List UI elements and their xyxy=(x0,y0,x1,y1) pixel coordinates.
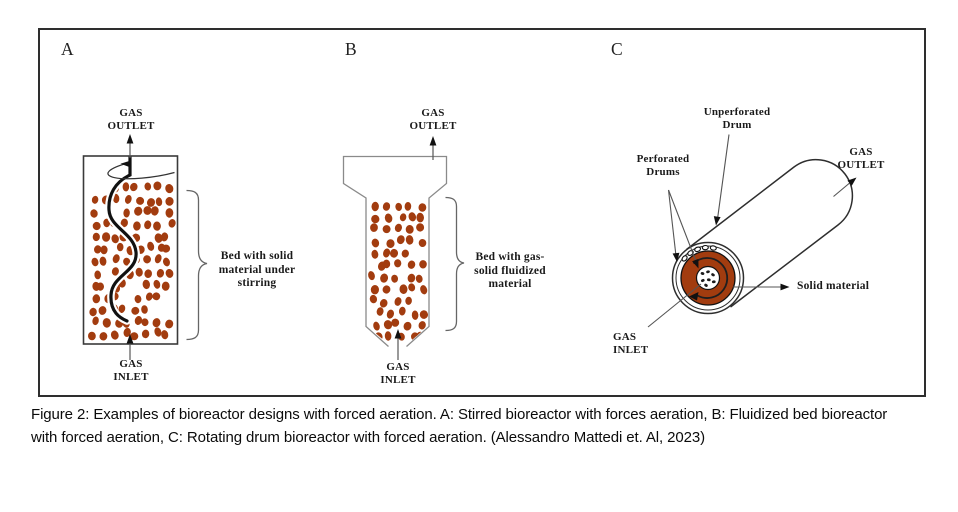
panel-b-letter: B xyxy=(345,39,357,59)
panel-c-letter: C xyxy=(611,39,623,59)
solid-material-label: Solid material xyxy=(797,280,870,292)
gas-inlet-label-b: GAS INLET xyxy=(380,361,416,386)
figure-caption: Figure 2: Examples of bioreactor designs… xyxy=(31,406,888,446)
bed-label-a: Bed with solid material under stirring xyxy=(218,250,296,289)
perforated-drums-label: Perforated Drums xyxy=(636,153,690,178)
bed-label-b: Bed with gas- solid fluidized material xyxy=(474,251,546,290)
gas-inlet-label-c: GAS INLET xyxy=(613,331,649,356)
gas-outlet-label-a: GAS OUTLET xyxy=(107,107,155,132)
panel-a-letter: A xyxy=(61,39,74,59)
figure-border-box xyxy=(38,28,926,397)
unperforated-drum-label: Unperforated Drum xyxy=(703,106,771,131)
gas-outlet-label-b: GAS OUTLET xyxy=(409,107,457,132)
gas-inlet-label-a: GAS INLET xyxy=(113,358,149,383)
gas-outlet-label-c: GAS OUTLET xyxy=(837,146,885,171)
